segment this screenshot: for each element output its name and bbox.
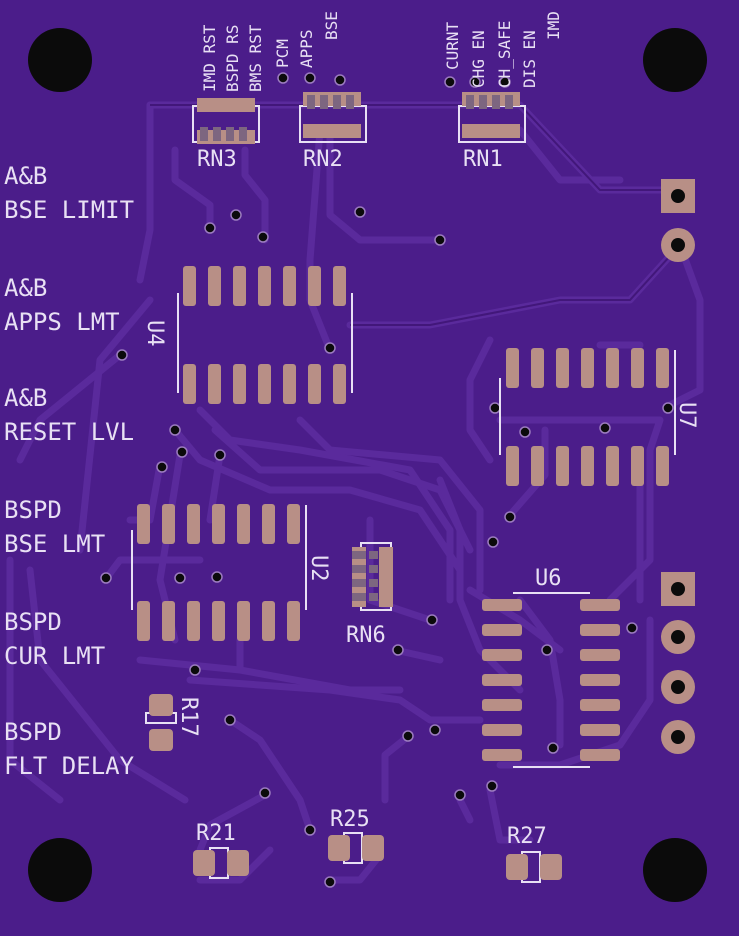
ref-rn1: RN1 [463, 147, 503, 172]
mounting-holes [28, 28, 707, 902]
ref-u6: U6 [535, 566, 562, 591]
rn3-pin-labels: IMD RST BSPD RS BMS RST [200, 24, 265, 92]
label-ab-reset-2: RESET LVL [4, 418, 134, 446]
label-bspd-bse-1: BSPD [4, 496, 62, 524]
ref-r17: R17 [176, 697, 201, 737]
ref-u2: U2 [306, 555, 331, 582]
pin-label-chg-en: CHG EN [469, 30, 488, 88]
pin-label-bse: BSE [322, 11, 341, 40]
label-bspd-bse-2: BSE LMT [4, 530, 105, 558]
label-ab-bse-1: A&B [4, 162, 47, 190]
rn6-footprint [352, 542, 393, 611]
mounting-hole-tr [643, 28, 707, 92]
label-ab-bse-2: BSE LIMIT [4, 196, 134, 224]
r21-footprint [193, 847, 249, 879]
pin-label-ch-safe: CH_SAFE [495, 21, 514, 88]
ref-r27: R27 [507, 824, 547, 849]
rn2-pin-labels: PCM APPS BSE [273, 11, 341, 68]
mounting-hole-bl [28, 838, 92, 902]
u6-footprint [482, 592, 620, 768]
label-ab-reset-1: A&B [4, 384, 47, 412]
ref-rn2: RN2 [303, 147, 343, 172]
r25-footprint [328, 832, 384, 864]
pin-label-imd-rst: IMD RST [200, 24, 219, 92]
connector-top-right [661, 179, 695, 262]
label-bspd-cur-1: BSPD [4, 608, 62, 636]
ref-u7: U7 [674, 402, 699, 429]
left-labels: A&B BSE LIMIT A&B APPS LMT A&B RESET LVL… [4, 162, 135, 780]
label-bspd-flt-1: BSPD [4, 718, 62, 746]
pin-label-dis-en: DIS EN [520, 30, 539, 88]
ref-r21: R21 [196, 821, 236, 846]
pin-label-bms-rst: BMS RST [246, 24, 265, 92]
label-bspd-cur-2: CUR LMT [4, 642, 105, 670]
ref-rn6: RN6 [346, 623, 386, 648]
rn1-footprint [458, 92, 526, 143]
ref-u4: U4 [142, 320, 167, 347]
pin-label-bspd-rs: BSPD RS [223, 25, 242, 92]
u4-footprint [177, 266, 353, 404]
pin-label-imd: IMD [544, 11, 563, 40]
rn2-footprint [299, 92, 367, 143]
connector-bottom-right [661, 572, 695, 754]
label-bspd-flt-2: FLT DELAY [4, 752, 135, 780]
vias [100, 72, 674, 888]
ref-r25: R25 [330, 807, 370, 832]
r17-footprint [145, 694, 177, 751]
u2-footprint [131, 504, 307, 641]
ref-rn3: RN3 [197, 147, 237, 172]
mounting-hole-tl [28, 28, 92, 92]
rn3-footprint [192, 98, 260, 144]
mounting-hole-br [643, 838, 707, 902]
label-ab-apps-1: A&B [4, 274, 47, 302]
label-ab-apps-2: APPS LMT [4, 308, 120, 336]
u7-footprint [499, 348, 676, 486]
rn1-pin-labels: CURNT CHG EN CH_SAFE DIS EN IMD [443, 11, 563, 88]
r27-footprint [506, 851, 562, 883]
pin-label-curnt: CURNT [443, 21, 462, 70]
pin-label-pcm: PCM [273, 39, 292, 68]
reference-designators: RN3 RN2 RN1 RN6 U6 R21 R25 R27 U4 U7 U2 … [142, 147, 699, 849]
pin-label-apps: APPS [297, 29, 316, 68]
